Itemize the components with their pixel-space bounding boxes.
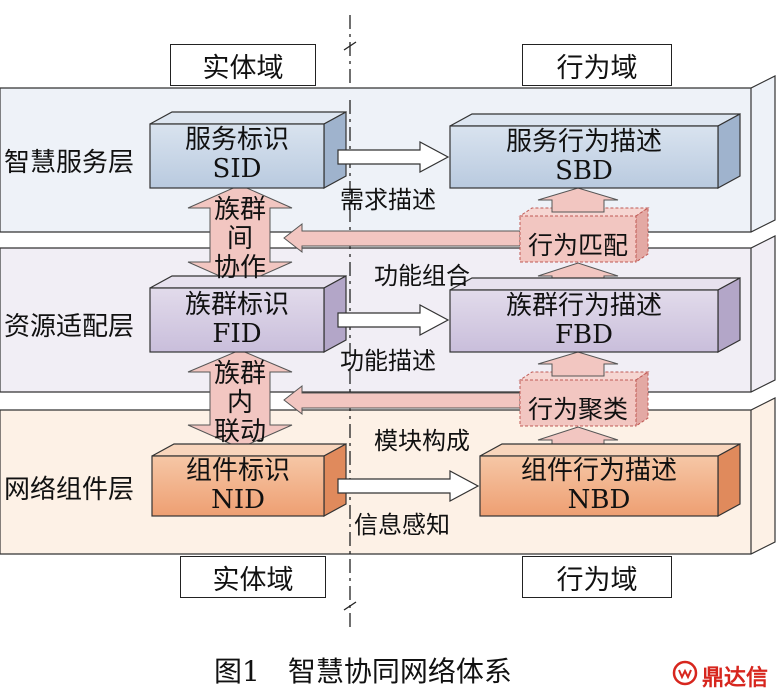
fbd-code: FBD: [555, 320, 613, 350]
match-to-sbd-up-arrow: [537, 187, 619, 213]
sbd-box: [449, 112, 741, 190]
inter-cluster-collab-label: 族群 间 协作: [205, 196, 275, 283]
function-desc-label: 功能描述: [340, 347, 436, 375]
demand-desc-arrow: [337, 140, 450, 174]
nid-title: 组件标识: [185, 456, 290, 486]
entity-domain-bottom: 实体域: [180, 556, 326, 598]
entity-domain-top: 实体域: [170, 44, 316, 86]
nbd-box-label: 组件行为描述 NBD: [480, 457, 718, 515]
behavior-domain-bottom: 行为域: [522, 556, 672, 598]
behavior-match-label: 行为匹配: [527, 231, 628, 260]
sbd-title: 服务行为描述: [505, 127, 662, 157]
info-sense-arrow: [337, 469, 480, 503]
resource-layer-label: 资源适配层: [4, 312, 135, 342]
inter-line2: 间: [226, 224, 253, 254]
function-compose-label: 功能组合: [374, 262, 470, 290]
sbd-code: SBD: [555, 156, 613, 186]
behavior-domain-top: 行为域: [522, 44, 672, 86]
intra-cluster-link-label: 族群 内 联动: [205, 360, 275, 447]
inter-line1: 族群: [213, 195, 266, 225]
demand-desc-label: 需求描述: [340, 186, 436, 214]
sid-code: SID: [212, 154, 262, 184]
info-sense-label: 信息感知: [354, 511, 450, 539]
sid-box-label: 服务标识 SID: [150, 126, 324, 184]
fid-box: [149, 274, 347, 354]
function-desc-arrow: [337, 303, 450, 337]
fbd-title: 族群行为描述: [505, 291, 662, 321]
intra-line3: 联动: [213, 417, 266, 447]
nid-code: NID: [211, 485, 265, 515]
figure-caption: 图1 智慧协同网络体系: [214, 655, 512, 688]
service-layer-label: 智慧服务层: [4, 148, 135, 178]
sid-box: [149, 110, 347, 190]
brand-name: 鼎达信: [702, 666, 769, 691]
sid-title: 服务标识: [184, 125, 289, 155]
fid-box-label: 族群标识 FID: [150, 291, 324, 349]
cluster-to-fbd-up-arrow: [537, 351, 619, 377]
network-layer-label: 网络组件层: [4, 475, 135, 505]
intra-line2: 内: [226, 388, 253, 418]
nbd-box: [479, 442, 741, 518]
nbd-title: 组件行为描述: [520, 456, 677, 486]
behavior-match-box: [518, 207, 650, 263]
inter-line3: 协作: [213, 253, 266, 283]
sbd-box-label: 服务行为描述 SBD: [450, 128, 718, 186]
nid-box-label: 组件标识 NID: [152, 457, 324, 515]
module-compose-label: 模块构成: [374, 427, 470, 455]
fid-title: 族群标识: [184, 290, 289, 320]
fbd-box-label: 族群行为描述 FBD: [450, 292, 718, 350]
brand-icon: [672, 660, 698, 686]
fbd-box: [449, 276, 741, 354]
nbd-code: NBD: [567, 485, 631, 515]
fid-code: FID: [212, 319, 262, 349]
domain-divider-line: [343, 15, 357, 630]
nid-box: [151, 442, 347, 518]
behavior-cluster-label: 行为聚类: [527, 395, 628, 424]
intra-line1: 族群: [213, 359, 266, 389]
